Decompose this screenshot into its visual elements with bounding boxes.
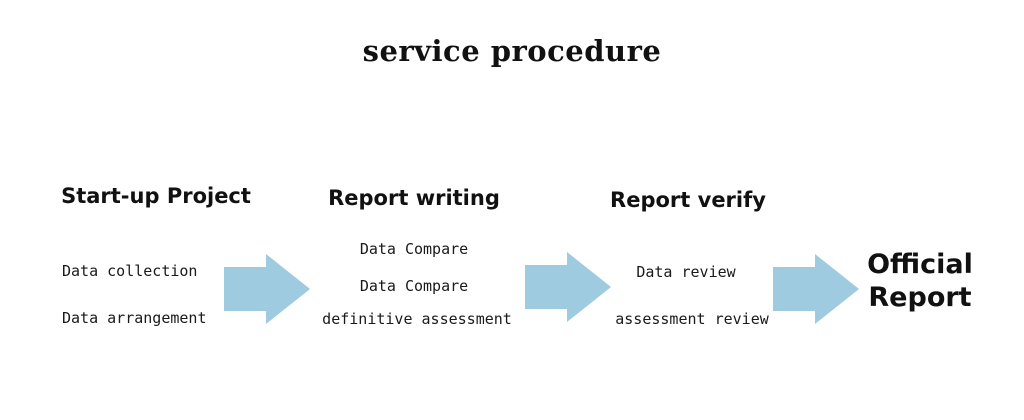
final-report-label: Official Report bbox=[856, 248, 984, 314]
step-item-data-arrangement: Data arrangement bbox=[62, 309, 207, 327]
final-report-line1: Official bbox=[867, 249, 973, 280]
arrow-right-icon bbox=[773, 254, 859, 324]
step-item-assessment-review: assessment review bbox=[615, 310, 769, 328]
step-item-data-compare-1: Data Compare bbox=[359, 240, 469, 258]
step-item-definitive-assessment: definitive assessment bbox=[322, 310, 512, 328]
step-heading-report-verify: Report verify bbox=[610, 188, 766, 212]
final-report-line2: Report bbox=[868, 282, 972, 313]
step-item-data-compare-2: Data Compare bbox=[359, 277, 469, 295]
step-item-data-review: Data review bbox=[636, 263, 736, 281]
arrow-right-icon bbox=[525, 252, 611, 322]
step-heading-report-writing: Report writing bbox=[328, 186, 500, 210]
step-heading-startup: Start-up Project bbox=[61, 184, 251, 208]
step-item-data-collection: Data collection bbox=[62, 262, 198, 280]
diagram-title: service procedure bbox=[362, 34, 662, 68]
arrow-right-icon bbox=[224, 254, 310, 324]
